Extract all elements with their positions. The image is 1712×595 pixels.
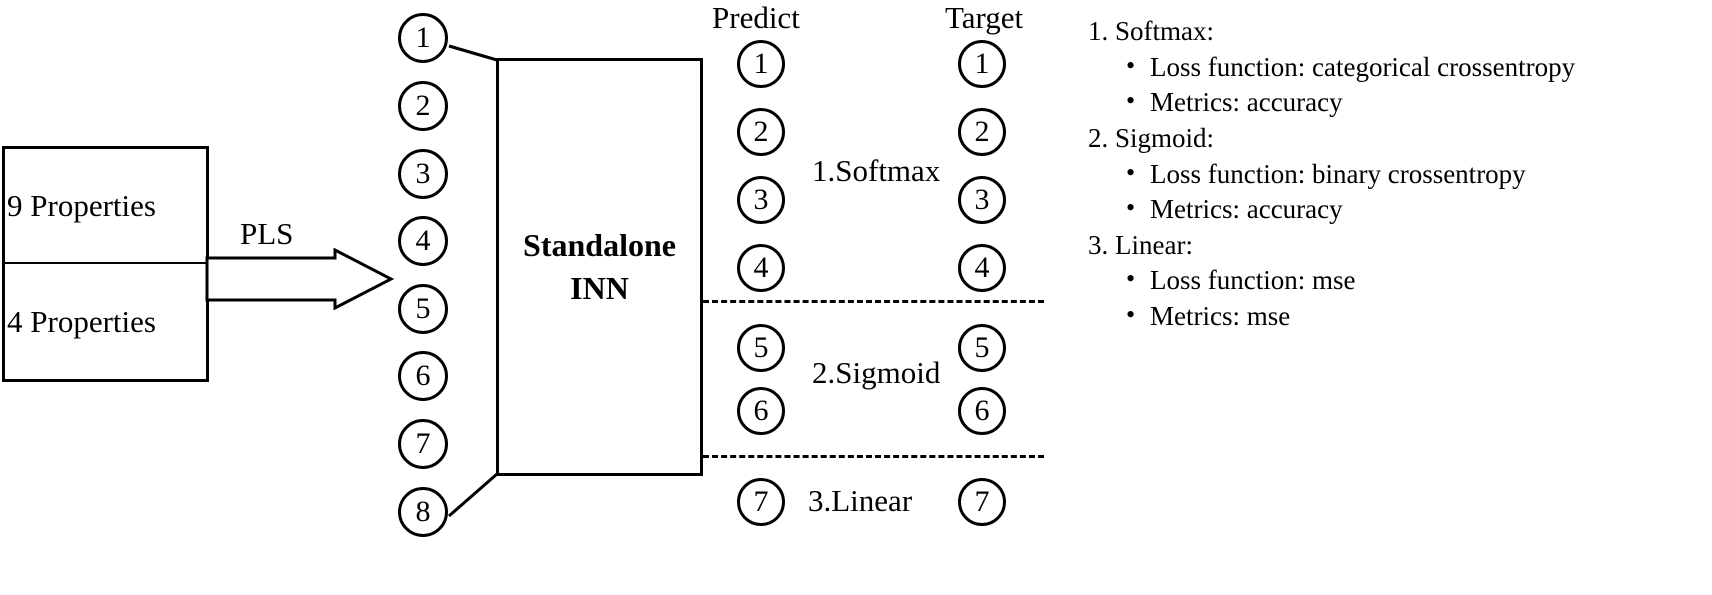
note-bullet-softmax-metrics: • Metrics: accuracy [1088,85,1698,121]
bullet-icon: • [1126,300,1136,329]
note-bullet-linear-metrics-text: Metrics: mse [1150,301,1291,331]
hidden-node-6-label: 6 [415,359,431,392]
bullet-icon: • [1126,157,1136,187]
target-node-7-label: 7 [974,485,990,518]
separator-softmax-sigmoid [703,300,1044,303]
note-bullet-sigmoid-loss: • Loss function: binary crossentropy [1088,157,1698,193]
note-heading-softmax: 1. Softmax: [1088,16,1214,46]
separator-sigmoid-linear [703,455,1044,458]
bullet-icon: • [1126,193,1136,223]
target-node-4-label: 4 [974,251,990,284]
predict-node-2[interactable]: 2 [737,108,785,156]
input-properties-box: 9 Properties 4 Properties [2,146,209,382]
target-node-1-label: 1 [974,47,990,80]
hidden-node-1[interactable]: 1 [398,13,448,63]
note-bullet-softmax-metrics-text: Metrics: accuracy [1150,87,1343,118]
target-node-7[interactable]: 7 [958,478,1006,526]
target-column-header: Target [945,0,1024,35]
target-node-2[interactable]: 2 [958,108,1006,156]
predict-node-5[interactable]: 5 [737,324,785,372]
note-bullet-linear-loss-text: Loss function: mse [1150,265,1356,296]
hidden-node-3-label: 3 [415,157,431,190]
target-node-3[interactable]: 3 [958,176,1006,224]
hidden-node-2-label: 2 [415,89,431,122]
note-bullets-sigmoid: • Loss function: binary crossentropy • M… [1088,157,1698,228]
hidden-node-4-label: 4 [415,224,431,257]
predict-node-5-label: 5 [753,331,769,364]
activation-label-sigmoid: 2.Sigmoid [812,355,941,390]
pls-label: PLS [240,216,294,251]
predict-node-1[interactable]: 1 [737,40,785,88]
hidden-node-3[interactable]: 3 [398,149,448,199]
target-node-6-label: 6 [974,394,990,427]
note-bullet-sigmoid-metrics: • Metrics: accuracy [1088,192,1698,228]
predict-node-2-label: 2 [753,115,769,148]
note-group-linear: 3. Linear: • Loss function: mse • Metric… [1088,228,1698,335]
right-arrow-icon [205,248,395,310]
target-node-3-label: 3 [974,183,990,216]
note-heading-linear: 3. Linear: [1088,229,1193,260]
bullet-icon: • [1126,50,1136,80]
hidden-node-2[interactable]: 2 [398,81,448,131]
bullet-icon: • [1126,86,1136,116]
note-bullet-linear-metrics: • Metrics: mse [1088,299,1698,335]
hidden-node-7-label: 7 [415,427,431,460]
predict-node-6[interactable]: 6 [737,387,785,435]
target-node-2-label: 2 [974,115,990,148]
hidden-node-5[interactable]: 5 [398,284,448,334]
note-group-softmax: 1. Softmax: • Loss function: categorical… [1088,14,1698,121]
hidden-node-1-label: 1 [415,21,431,54]
target-node-1[interactable]: 1 [958,40,1006,88]
target-node-5-label: 5 [974,331,990,364]
standalone-inn-box: Standalone INN [496,58,703,476]
predict-node-4[interactable]: 4 [737,244,785,292]
target-node-4[interactable]: 4 [958,244,1006,292]
predict-node-1-label: 1 [753,47,769,80]
hidden-node-7[interactable]: 7 [398,419,448,469]
predict-node-4-label: 4 [753,251,769,284]
properties-row-9-label: 9 Properties [7,188,156,223]
predict-node-7-label: 7 [753,485,769,518]
hidden-node-4[interactable]: 4 [398,216,448,266]
properties-row-9: 9 Properties [5,149,206,264]
activation-notes-panel: 1. Softmax: • Loss function: categorical… [1088,14,1698,335]
note-bullets-linear: • Loss function: mse • Metrics: mse [1088,263,1698,334]
properties-row-4: 4 Properties [5,264,206,379]
activation-label-softmax: 1.Softmax [812,153,941,188]
predict-node-6-label: 6 [753,394,769,427]
predict-node-3-label: 3 [753,183,769,216]
hidden-node-6[interactable]: 6 [398,351,448,401]
bullet-icon: • [1126,264,1136,294]
predict-column-header: Predict [712,0,800,35]
model-title-line2: INN [570,270,629,306]
properties-row-4-label: 4 Properties [7,304,156,339]
hidden-node-8-label: 8 [415,495,431,528]
target-node-5[interactable]: 5 [958,324,1006,372]
activation-label-linear: 3.Linear [808,483,913,518]
predict-node-3[interactable]: 3 [737,176,785,224]
hidden-node-5-label: 5 [415,292,431,325]
note-bullets-softmax: • Loss function: categorical crossentrop… [1088,50,1698,121]
predict-node-7[interactable]: 7 [737,478,785,526]
note-group-sigmoid: 2. Sigmoid: • Loss function: binary cros… [1088,121,1698,228]
note-bullet-softmax-loss-text: Loss function: categorical crossentropy [1150,51,1576,82]
note-heading-sigmoid: 2. Sigmoid: [1088,122,1215,153]
note-bullet-sigmoid-loss-text: Loss function: binary crossentropy [1150,158,1526,189]
note-bullet-linear-loss: • Loss function: mse [1088,263,1698,299]
hidden-node-8[interactable]: 8 [398,487,448,537]
note-bullet-softmax-loss: • Loss function: categorical crossentrop… [1088,50,1698,86]
model-title-line1: Standalone [523,226,676,263]
note-bullet-sigmoid-metrics-text: Metrics: accuracy [1150,194,1343,225]
target-node-6[interactable]: 6 [958,387,1006,435]
